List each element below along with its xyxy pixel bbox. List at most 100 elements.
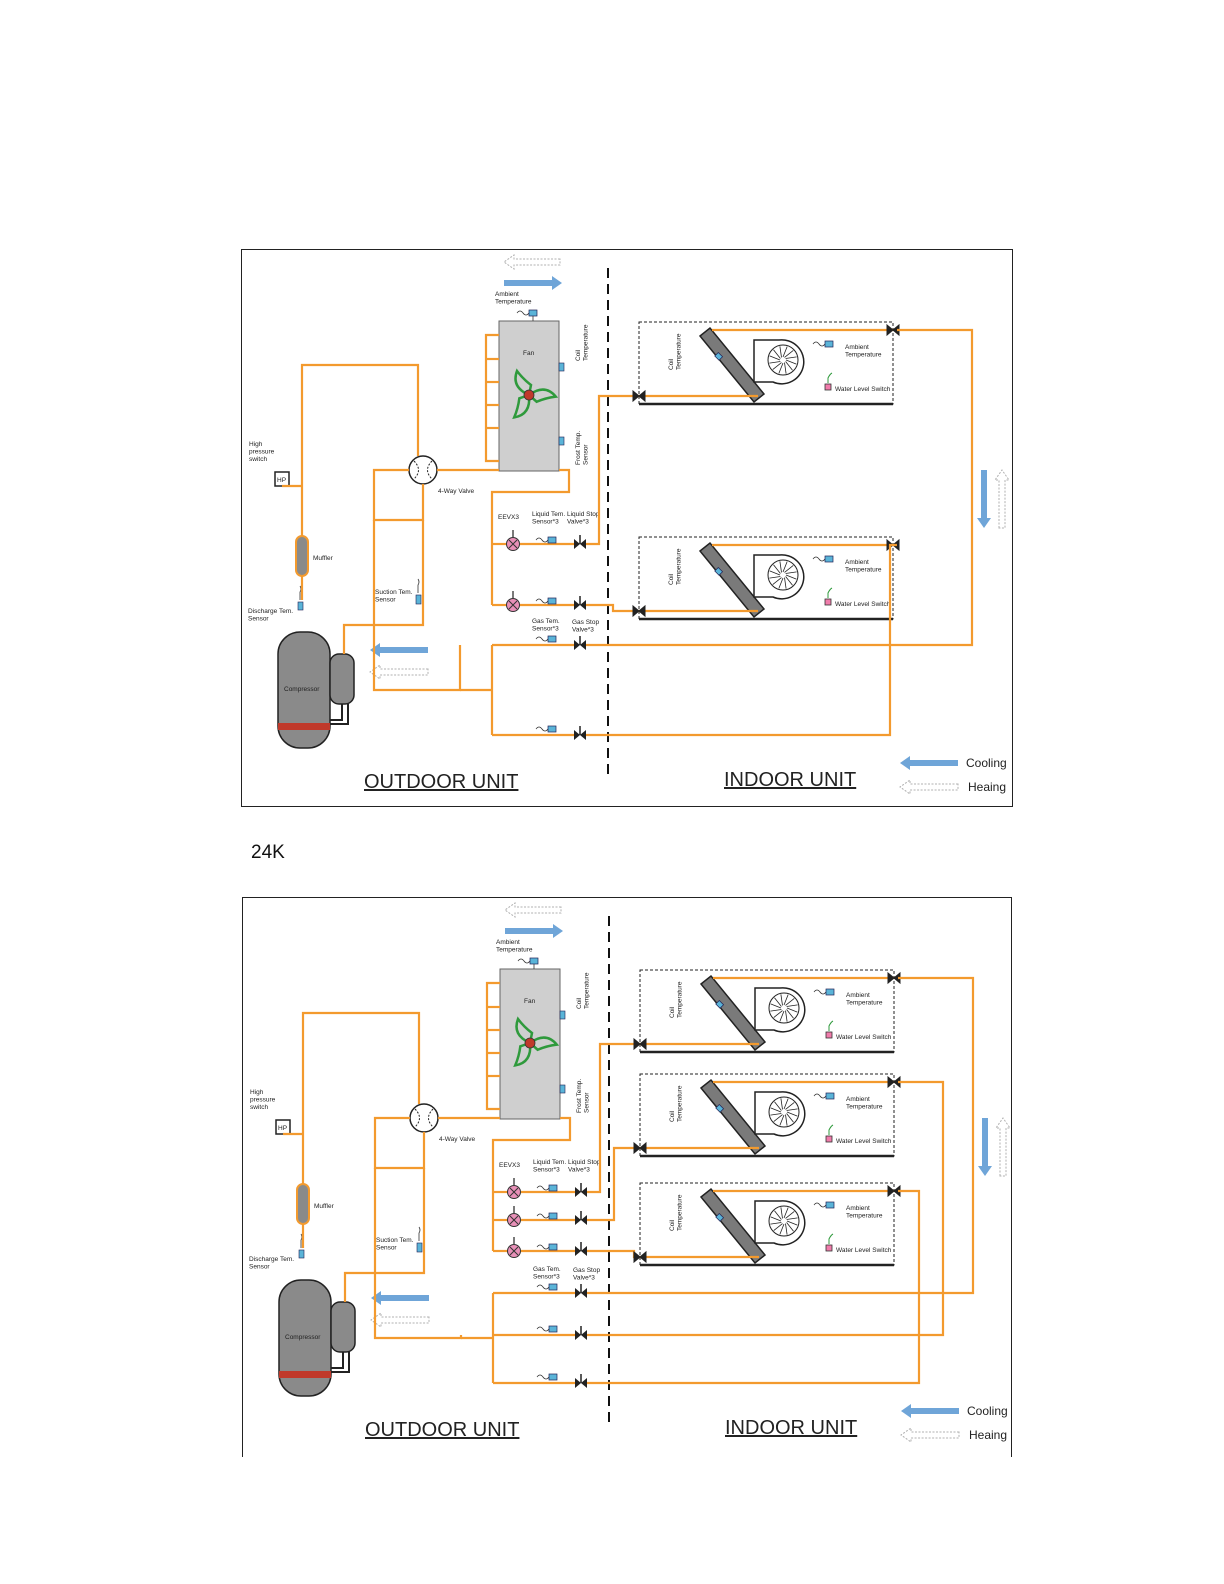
gas-temp-sensor-icon <box>547 635 557 643</box>
four-way-valve-inner <box>414 1108 434 1128</box>
gas-temp-sensor-icon <box>548 1373 558 1381</box>
blower-blade <box>769 361 781 364</box>
blower-blade <box>780 994 783 1006</box>
heating-flow-arrow <box>369 664 429 680</box>
coil-temp-sensor-icon <box>558 362 565 372</box>
refrigerant-pipe <box>586 543 897 737</box>
cooling-flow-arrow <box>371 1291 429 1305</box>
blower-blade <box>786 1007 798 1013</box>
water-level-switch-float <box>828 1124 834 1135</box>
refrigerant-pipe <box>587 1146 644 1222</box>
heating-flow-arrow <box>899 779 959 795</box>
blower-blade <box>772 577 782 585</box>
refrigerant-pipe <box>343 1168 426 1302</box>
heating-flow-arrow <box>504 902 562 918</box>
heating-flow-arrow <box>370 1312 430 1328</box>
refrigerant-pipe <box>490 468 571 605</box>
legend-heating-label: Heaing <box>968 780 1006 794</box>
blower-blade <box>786 1004 798 1007</box>
blower-blade <box>785 1114 788 1126</box>
blower-blade <box>783 1098 789 1110</box>
outdoor-unit-title: OUTDOOR UNIT <box>364 771 518 793</box>
blower-blade <box>773 1223 783 1231</box>
hp-label: HP <box>277 477 286 484</box>
sensor-wire <box>536 1244 550 1250</box>
liquid-temp-sensor-icon <box>547 536 557 544</box>
sensor-wire <box>536 1374 550 1380</box>
blower-blade <box>785 361 793 371</box>
indoor-coil-sensor-icon <box>715 1212 725 1222</box>
indoor-gas-valve-icon <box>886 323 900 337</box>
sensor-wire <box>300 1233 303 1248</box>
sensor-wire <box>418 1226 421 1241</box>
water-level-switch-label: Water Level Switch <box>835 386 891 393</box>
blower-blade <box>783 994 789 1006</box>
blower-blade <box>785 998 795 1006</box>
cooling-flow-arrow <box>901 1404 959 1418</box>
accumulator-icon <box>330 1301 356 1353</box>
blower-blade <box>773 1010 783 1018</box>
sensor-wire <box>536 1326 550 1332</box>
evaporator-coil-icon <box>698 541 766 619</box>
blower-blade <box>773 1114 783 1122</box>
blower-blade <box>770 1003 782 1009</box>
cooling-flow-arrow-vertical <box>978 1118 992 1176</box>
evaporator-coil-icon <box>699 1187 767 1265</box>
blower-blade <box>786 1220 798 1226</box>
blower-blade <box>785 356 797 359</box>
liquid-temp-sensor-icon <box>547 597 557 605</box>
four-way-valve-label: 4-Way Valve <box>438 488 475 495</box>
blower-blade <box>773 349 781 359</box>
compressor-label: Compressor <box>284 686 320 693</box>
blower-wheel-icon <box>767 559 799 591</box>
outdoor-unit-title: OUTDOOR UNIT <box>365 1419 519 1441</box>
gas-temp-sensor-label: Gas Tem.Sensor*3 <box>532 618 560 632</box>
indoor-coil-sensor-icon <box>714 351 724 361</box>
refrigerant-pipe <box>301 1011 421 1184</box>
water-level-switch-float <box>827 372 833 383</box>
blower-blade <box>782 346 788 358</box>
sensor-wire <box>535 537 549 543</box>
indoor-ambient-sensor-icon <box>824 555 834 563</box>
fan-label: Fan <box>524 998 536 1005</box>
blower-blade <box>785 359 797 365</box>
indoor-coil-temp-label: CoilTemperature <box>669 1085 683 1122</box>
refrigerant-pipe <box>300 363 420 536</box>
gas-temp-sensor-icon <box>548 1325 558 1333</box>
refrigerant-pipe <box>587 1189 921 1385</box>
blower-blade <box>780 1207 783 1219</box>
compressor-band <box>279 1371 331 1378</box>
hp-label: HP <box>278 1125 287 1132</box>
blower-blade <box>785 1211 795 1219</box>
blower-blade <box>769 355 781 361</box>
indoor-coil-sensor-icon <box>715 999 725 1009</box>
refrigerant-pipe <box>491 1116 572 1251</box>
coil-temp-sensor-icon <box>559 1010 566 1020</box>
ambient-temperature-sensor-icon <box>529 957 539 965</box>
blower-blade <box>778 577 784 589</box>
cooling-flow-arrow <box>505 924 563 938</box>
discharge-temp-label: Discharge Tem.Sensor <box>249 1256 294 1270</box>
fan-blade-icon <box>512 393 531 420</box>
refrigerant-pipe <box>373 1168 463 1340</box>
fan-blade-icon <box>515 1016 534 1045</box>
sensor-wire <box>813 1093 827 1099</box>
sensor-wire <box>299 585 302 600</box>
sensor-wire <box>813 1202 827 1208</box>
legend-cooling-label: Cooling <box>967 1404 1008 1418</box>
frost-temp-sensor-icon <box>558 436 565 446</box>
water-level-switch-icon <box>825 1031 833 1039</box>
eevx3-label: EEVX3 <box>498 514 519 521</box>
compressor-band <box>278 723 330 730</box>
